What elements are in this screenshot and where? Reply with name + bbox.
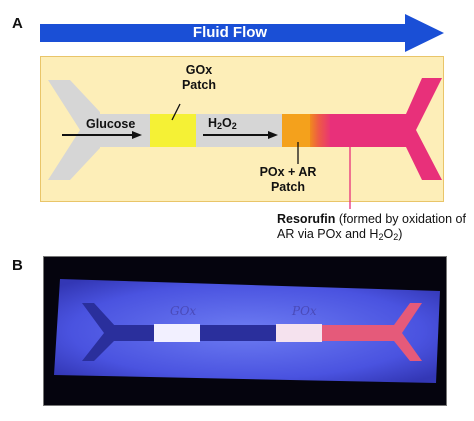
handwritten-pox: POx: [292, 304, 317, 318]
pox-label-line1: POx + AR: [259, 165, 317, 179]
photo-resorufin-channel: [322, 325, 384, 341]
device-photo-drawing: [54, 279, 440, 383]
glucose-label: Glucose: [86, 117, 136, 131]
gox-patch: [150, 114, 196, 147]
inlet-y-channel: [48, 80, 100, 180]
handwritten-gox: GOx: [170, 304, 197, 318]
pox-ar-patch-label: POx + AR Patch: [255, 165, 321, 195]
panel-b-letter: B: [12, 257, 23, 274]
photo-outlet-y: [382, 303, 422, 361]
h2o2-arrow-head: [268, 131, 278, 139]
h2o2-label: H2O2: [208, 116, 237, 131]
fluid-flow-arrow: [40, 14, 444, 52]
device-photo: GOx POx: [43, 256, 447, 406]
resorufin-channel: [330, 114, 392, 147]
photo-inlet-y: [82, 303, 116, 361]
gox-patch-label: GOx Patch: [176, 63, 222, 93]
photo-channel-middle: [200, 325, 276, 341]
pox-label-line2: Patch: [270, 180, 306, 194]
glucose-arrow-head: [132, 131, 142, 139]
gox-label-line1: GOx: [185, 63, 213, 77]
gox-pointer-line: [171, 103, 181, 121]
reaction-front: [310, 114, 332, 147]
outlet-y-channel: [390, 78, 442, 180]
gox-label-line2: Patch: [181, 78, 217, 92]
pox-ar-patch: [282, 114, 314, 147]
panel-a-letter: A: [12, 15, 23, 32]
resorufin-note: Resorufin (formed by oxidation of AR via…: [277, 212, 466, 242]
photo-channel-left: [110, 325, 156, 341]
fluid-flow-arrow-shape: [40, 14, 444, 52]
channel-diagram: [48, 78, 442, 209]
fluid-flow-label: Fluid Flow: [192, 24, 268, 41]
photo-pox-patch: [276, 324, 322, 342]
photo-gox-patch: [154, 324, 200, 342]
